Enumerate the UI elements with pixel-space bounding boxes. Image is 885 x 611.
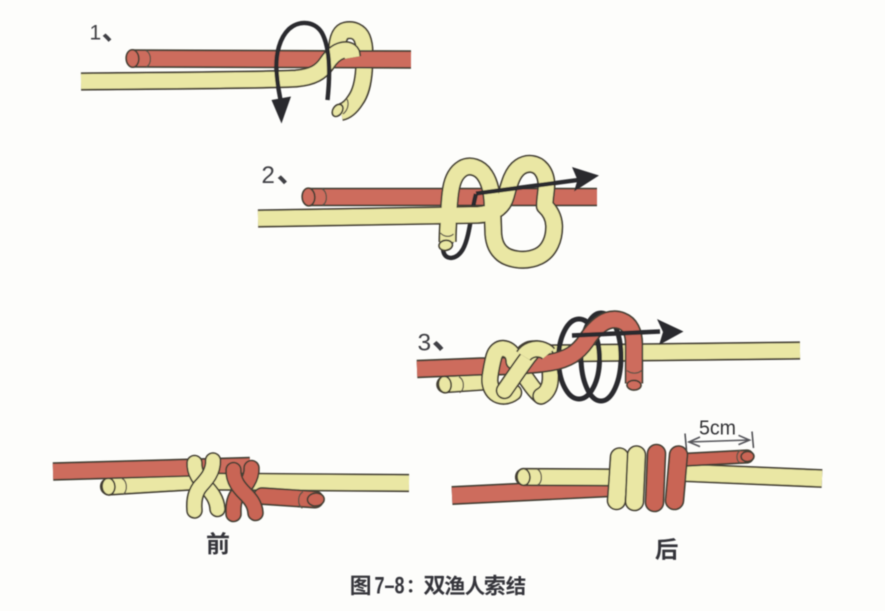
svg-text:2: 2 [262, 162, 275, 189]
svg-text:7–8: 7–8 [375, 573, 405, 600]
svg-text:3: 3 [418, 330, 432, 357]
svg-text:1: 1 [90, 22, 102, 45]
svg-text:5cm: 5cm [699, 417, 736, 440]
